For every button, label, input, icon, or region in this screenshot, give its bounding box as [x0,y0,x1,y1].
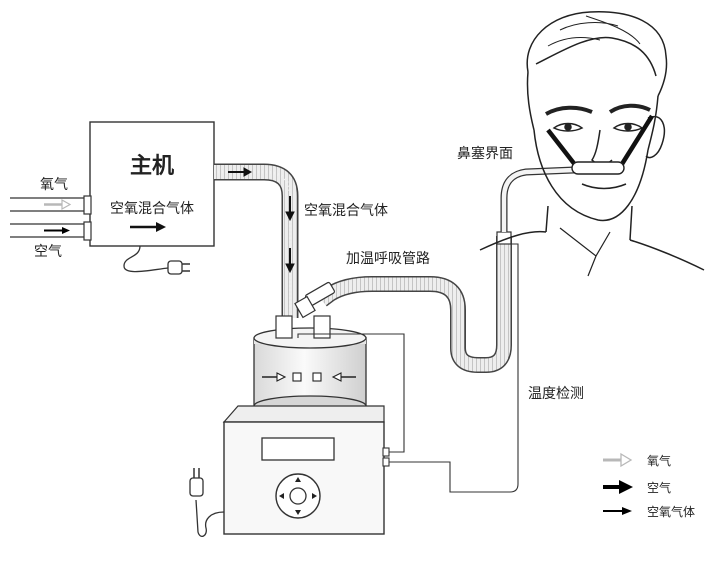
host-plug-icon [167,260,190,275]
legend-oxygen-label: 氧气 [647,453,671,468]
oxygen-inlet: 氧气 [10,177,84,212]
host-power-cord [123,245,169,273]
oxygen-arrow-icon [44,198,72,211]
nasal-interface-label: 鼻塞界面 [457,145,513,162]
legend: 氧气 空气 空氧气体 [603,452,695,519]
legend-air: 空气 [603,480,671,495]
chamber-inlet-port [275,315,293,339]
tube-flow-arrows [228,167,295,274]
legend-air-label: 空气 [647,480,671,495]
sensor-jack-2 [382,457,390,467]
host-mixed-arrow [130,222,166,232]
host-title: 主机 [130,154,174,179]
temperature-probe-label: 温度检测 [528,386,584,402]
patient-face [479,11,705,277]
legend-oxygen: 氧气 [603,452,671,468]
air-arrow-icon [44,227,70,234]
air-port [83,221,92,241]
base-power-cord [195,499,225,537]
oxygen-port [83,195,92,215]
tube-mixed-gas-label: 空氧混合气体 [304,203,388,219]
air-input-label: 空气 [34,244,62,260]
control-knob-icon[interactable] [275,473,321,519]
air-inlet: 空气 [10,223,84,260]
humidifier-base [189,405,390,537]
legend-mixed-label: 空氧气体 [647,504,695,519]
circuit-connector [294,281,335,319]
display-screen [261,437,335,461]
chamber-outlet-port [313,315,331,339]
heated-circuit-label: 加温呼吸管路 [346,251,430,267]
host-box [89,121,215,247]
chamber-flow-arrows-icon [262,372,356,382]
host-unit: 主机 空氧混合气体 [83,121,215,275]
temperature-probe-wires [297,243,519,493]
oxygen-input-label: 氧气 [40,177,68,193]
mixed-gas-tube: 空氧混合气体 [214,163,388,318]
host-mixed-gas-label: 空氧混合气体 [110,201,194,217]
legend-mixed: 空氧气体 [603,504,695,519]
sensor-jack-1 [382,447,390,457]
base-plug-icon [189,468,204,497]
humidifier-chamber [253,315,367,417]
heated-breathing-circuit: 加温呼吸管路 [294,166,575,373]
